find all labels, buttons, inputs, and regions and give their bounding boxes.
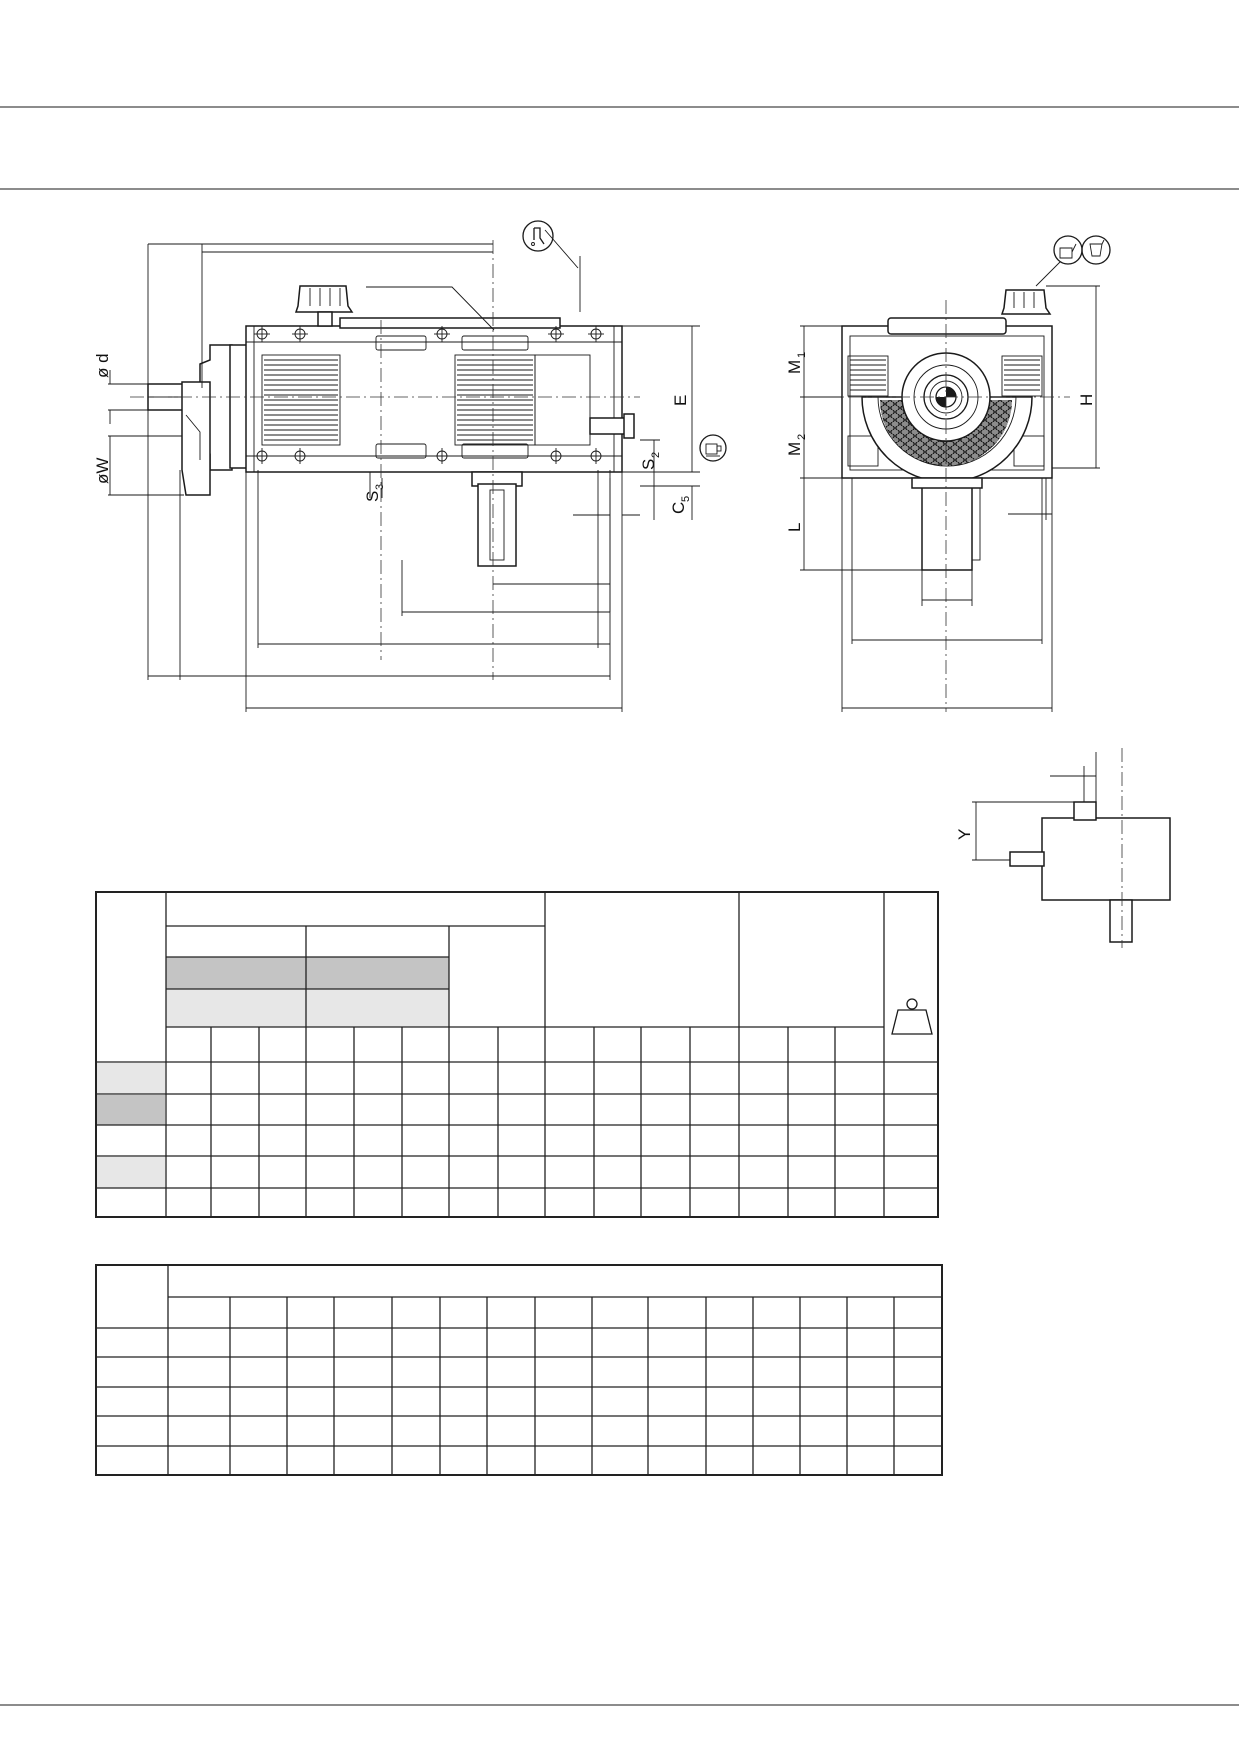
row-shade	[97, 1157, 165, 1188]
svg-text:S: S	[363, 491, 382, 502]
header-rules	[0, 106, 1239, 1706]
label-c5: C 5	[669, 496, 692, 514]
label-m1: M 1	[785, 352, 808, 374]
oil-level-plug-icon	[1053, 235, 1083, 265]
shade-header-light-1	[166, 989, 306, 1027]
label-m2: M 2	[785, 434, 808, 456]
shade-header-dark-2	[306, 957, 449, 989]
svg-text:3: 3	[374, 484, 386, 490]
side-view: M 1 M 2 H L	[785, 235, 1111, 712]
svg-text:1: 1	[796, 352, 808, 358]
svg-text:2: 2	[650, 452, 662, 458]
mounting-schematic: Y	[955, 748, 1171, 948]
label-s2: S 2	[639, 452, 662, 470]
svg-text:M: M	[785, 442, 804, 456]
label-h: H	[1077, 394, 1096, 406]
cooling-fins-left	[261, 354, 341, 446]
drain-plug	[589, 413, 635, 439]
shade-header-dark-1	[166, 957, 306, 989]
oil-drain-plug-icon	[699, 434, 727, 462]
motor-adapter	[181, 344, 249, 496]
svg-text:M: M	[785, 360, 804, 374]
front-view: ø d øW E S 2 S 3 C 5	[93, 220, 727, 712]
label-e: E	[671, 395, 690, 406]
dimension-table-2	[95, 1264, 943, 1476]
label-y: Y	[955, 829, 974, 840]
weight-icon	[891, 998, 933, 1035]
vertical-dimensions-right	[369, 325, 700, 520]
label-s3: S 3	[363, 484, 386, 502]
vertical-dimensions-left	[108, 370, 184, 496]
cooling-fins-right	[454, 354, 591, 446]
shade-header-light-2	[306, 989, 449, 1027]
label-d: ø d	[93, 353, 112, 378]
dimension-table-1	[95, 891, 939, 1218]
side-dimensions	[800, 285, 1100, 712]
label-l: L	[785, 523, 804, 532]
oil-drain-side-icon	[1081, 235, 1111, 265]
row-shade	[97, 1063, 165, 1094]
output-shaft	[471, 471, 523, 567]
svg-text:2: 2	[796, 434, 808, 440]
row-shade	[97, 1095, 165, 1125]
side-output-shaft	[911, 477, 983, 571]
side-breather-cap	[1000, 261, 1061, 315]
breather-cap	[294, 285, 354, 327]
oil-fill-plug-icon	[522, 220, 554, 252]
horizontal-dimensions	[147, 243, 640, 712]
svg-text:C: C	[669, 502, 688, 514]
svg-text:S: S	[639, 459, 658, 470]
label-w: øW	[93, 458, 112, 484]
svg-text:5: 5	[680, 496, 692, 502]
gearbox-housing	[245, 317, 623, 473]
